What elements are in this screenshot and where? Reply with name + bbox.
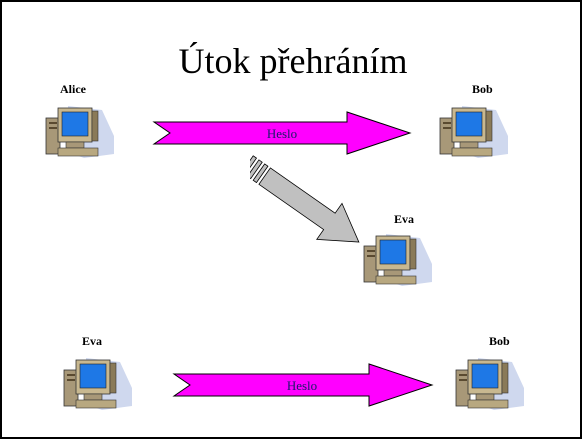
message-arrow-top: Heslo <box>152 111 412 155</box>
monitor-screen <box>61 111 89 137</box>
arrow-shape <box>172 363 434 407</box>
label-alice: Alice <box>60 82 86 96</box>
monitor-stand <box>83 393 103 401</box>
tower-slot <box>67 379 75 381</box>
computer-base <box>375 275 417 285</box>
monitor-stand <box>65 141 85 149</box>
monitor-side <box>91 110 99 142</box>
computer-icon <box>45 106 114 158</box>
intercept-stripe <box>250 159 263 180</box>
tower-slot <box>443 127 451 129</box>
label-eva-bottom: Eva <box>82 334 103 348</box>
tower-slot <box>459 374 467 376</box>
computer-icon <box>63 358 132 410</box>
tower-slot <box>443 122 451 124</box>
slide-title: Útok přehráním <box>178 41 408 81</box>
monitor-side <box>109 362 117 394</box>
tower-slot <box>67 374 75 376</box>
monitor-side <box>485 110 493 142</box>
monitor-stand <box>459 141 479 149</box>
monitor-screen <box>455 111 483 137</box>
intercept-stripe <box>252 163 269 184</box>
tower-slot <box>49 122 57 124</box>
monitor-screen <box>79 363 107 389</box>
monitor-screen <box>379 239 407 265</box>
computer-icon <box>439 106 508 158</box>
label-bob-bottom: Bob <box>489 334 510 348</box>
arrow-label-bottom: Heslo <box>287 378 317 393</box>
computer-base <box>467 399 509 409</box>
tower-slot <box>459 379 467 381</box>
computer-base <box>75 399 117 409</box>
intercept-stripe <box>250 155 258 176</box>
computer-base <box>451 147 493 157</box>
computer-icon <box>363 234 432 286</box>
tower-slot <box>367 255 375 257</box>
computer-icon <box>455 358 524 410</box>
label-bob-top: Bob <box>472 82 493 96</box>
intercept-body <box>258 167 360 243</box>
arrow-label-top: Heslo <box>267 126 297 141</box>
computer-base <box>57 147 99 157</box>
tower-slot <box>49 127 57 129</box>
monitor-side <box>501 362 509 394</box>
monitor-side <box>409 238 417 270</box>
label-eva-middle: Eva <box>394 212 415 226</box>
monitor-screen <box>471 363 499 389</box>
intercept-arrow <box>250 155 360 243</box>
monitor-stand <box>475 393 495 401</box>
monitor-stand <box>383 269 403 277</box>
arrow-shape <box>152 111 412 155</box>
tower-slot <box>367 250 375 252</box>
message-arrow-bottom: Heslo <box>172 363 434 407</box>
